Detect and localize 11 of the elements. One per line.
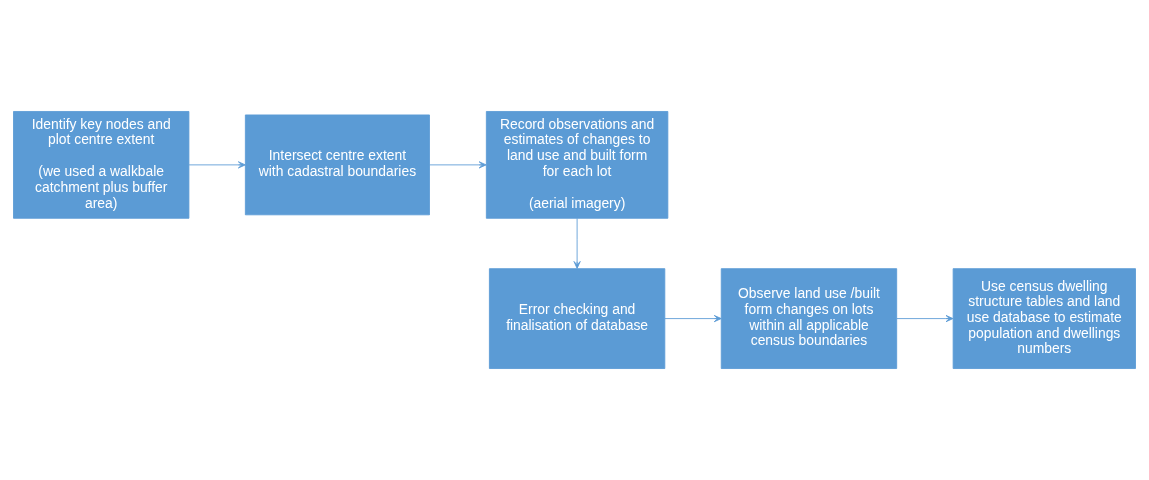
arrow — [896, 315, 954, 323]
node-box: Identify key nodes and plot centre extent (we used a walkbale catchment plus buffer area) — [13, 111, 190, 219]
node-box: Record observations and estimates of changes to land use and built form for each lot (aerial imagery) — [485, 111, 669, 219]
node-box: Intersect centre extent with cadastral boundaries — [244, 114, 430, 216]
arrow — [573, 218, 581, 269]
arrow — [429, 161, 487, 169]
arrow — [188, 161, 246, 169]
arrow — [664, 315, 722, 323]
node-box: Use census dwelling structure tables and land use database to estimate population and dwellings numbers — [952, 268, 1136, 369]
node-box: Error checking and finalisation of database — [488, 268, 666, 369]
node-box: Observe land use /built form changes on lots within all applicable census boundaries — [720, 268, 898, 369]
